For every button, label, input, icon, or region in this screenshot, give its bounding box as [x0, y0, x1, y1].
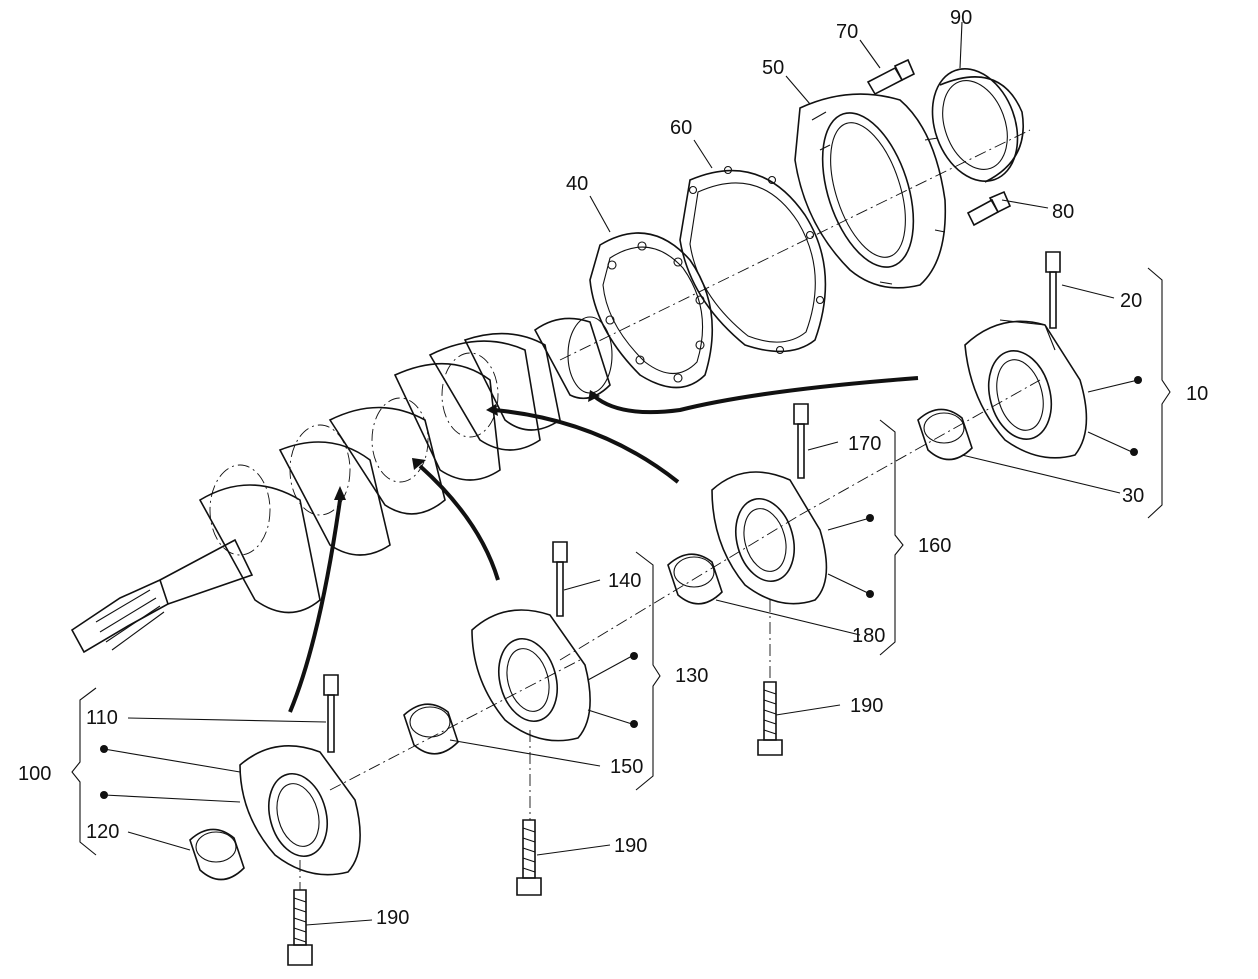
bracket-160	[879, 419, 904, 656]
label-170: 170	[848, 433, 881, 455]
gasket-40	[589, 232, 714, 389]
bolt-140	[552, 541, 568, 617]
assembly-axes	[299, 379, 1041, 890]
bearing-housing-100	[239, 745, 361, 876]
bracket-130	[635, 551, 661, 791]
bearing-housing-130	[471, 609, 591, 742]
screw-70	[866, 58, 916, 96]
label-140: 140	[608, 570, 641, 592]
label-80: 80	[1052, 201, 1074, 223]
bolt-190-middle	[516, 819, 542, 896]
assembly-arrows	[288, 376, 919, 713]
bracket-100	[71, 687, 97, 856]
label-130: 130	[675, 665, 708, 687]
bracket-10	[1147, 267, 1171, 519]
rear-cover-50	[794, 93, 947, 289]
bearing-shell-180	[667, 553, 723, 605]
label-70: 70	[836, 21, 858, 43]
label-90: 90	[950, 7, 972, 29]
label-20: 20	[1120, 290, 1142, 312]
bearing-housing-10	[964, 319, 1088, 459]
bearing-shell-150	[403, 703, 459, 755]
bearing-shell-120	[189, 828, 245, 881]
gasket-60	[679, 165, 827, 355]
reference-dots	[100, 376, 1142, 799]
bearing-shell-30	[917, 408, 973, 461]
label-120: 120	[86, 821, 119, 843]
label-40: 40	[566, 173, 588, 195]
oil-seal-90	[931, 68, 1024, 183]
label-180: 180	[852, 625, 885, 647]
label-50: 50	[762, 57, 784, 79]
bearing-housing-160	[711, 471, 828, 605]
part-labels: 90 70 50 60 40 80 20 10 30 170 160 140 1…	[18, 7, 1208, 929]
label-30: 30	[1122, 485, 1144, 507]
label-190-middle: 190	[614, 835, 647, 857]
leader-lines	[103, 21, 1139, 926]
crankshaft	[70, 129, 1031, 654]
label-190-left: 190	[376, 907, 409, 929]
label-10: 10	[1186, 383, 1208, 405]
label-60: 60	[670, 117, 692, 139]
label-150: 150	[610, 756, 643, 778]
screw-80	[966, 190, 1012, 227]
label-110: 110	[86, 707, 118, 729]
label-190-right: 190	[850, 695, 883, 717]
label-160: 160	[918, 535, 951, 557]
bolt-20	[1045, 251, 1061, 329]
bolt-110	[323, 674, 339, 753]
label-100: 100	[18, 763, 51, 785]
bolt-190-right	[757, 681, 783, 756]
bolt-190-left	[287, 889, 313, 966]
bolt-170	[793, 403, 809, 479]
